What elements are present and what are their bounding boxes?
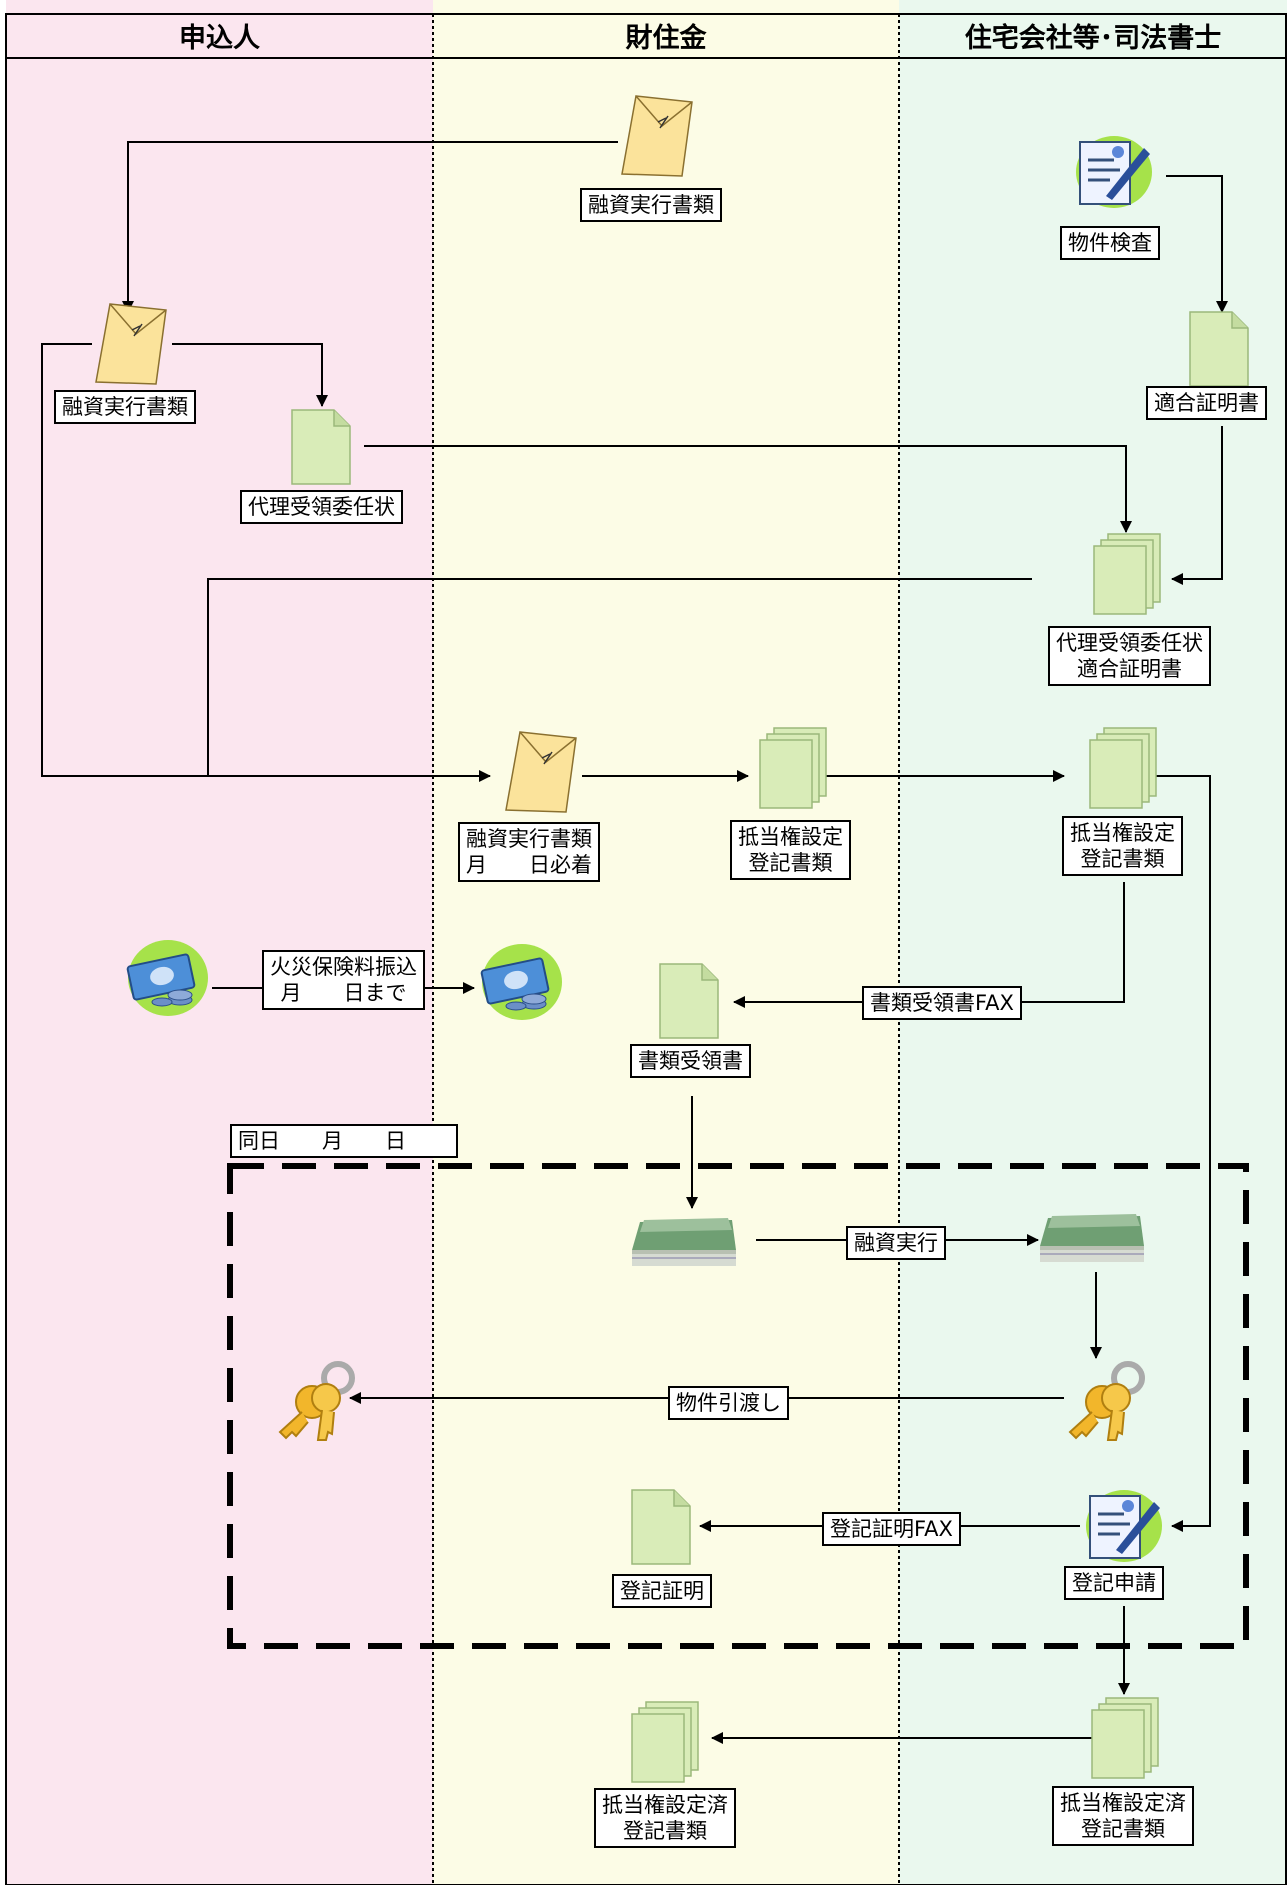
document-stack-icon: [759, 727, 827, 809]
document-stack-icon: [1093, 533, 1161, 615]
document-icon: [291, 409, 351, 485]
label-mortgage-docs-lender: 抵当権設定 登記書類: [730, 820, 851, 880]
label-registration-cert: 登記証明: [612, 1574, 712, 1608]
clipboard-pen-icon: [1074, 134, 1154, 210]
document-stack-icon: [1091, 1697, 1159, 1779]
label-loan-execution: 融資実行: [846, 1226, 946, 1260]
label-proxy-letter: 代理受領委任状: [240, 490, 403, 524]
lane-header-agent: 住宅会社等･司法書士: [964, 22, 1222, 54]
label-loan-docs-applicant: 融資実行書類: [54, 390, 196, 424]
lane-header-lender: 財住金: [625, 22, 707, 54]
label-handover: 物件引渡し: [668, 1386, 789, 1420]
document-icon: [631, 1489, 691, 1565]
document-stack-icon: [1089, 727, 1157, 809]
label-inspection: 物件検査: [1060, 226, 1160, 260]
same-day-box: [227, 1163, 1249, 1649]
label-mortgage-done-lender: 抵当権設定済 登記書類: [594, 1788, 736, 1848]
label-proxy-and-cert: 代理受領委任状 適合証明書: [1048, 626, 1211, 686]
label-conformity-cert: 適合証明書: [1146, 386, 1267, 420]
label-registration-apply: 登記申請: [1064, 1566, 1164, 1600]
clipboard-pen-icon: [1084, 1488, 1164, 1564]
label-mortgage-docs-agent: 抵当権設定 登記書類: [1062, 816, 1183, 876]
label-loan-docs-top: 融資実行書類: [580, 188, 722, 222]
label-same-day: 同日 月 日: [230, 1124, 458, 1158]
label-loan-docs-arrival: 融資実行書類 月 日必着: [458, 822, 600, 882]
cash-stack-icon: [1039, 1213, 1145, 1263]
label-registration-fax: 登記証明FAX: [822, 1512, 961, 1546]
label-fire-insurance: 火災保険料振込 月 日まで: [262, 950, 425, 1010]
lane-agent-bg: [899, 0, 1287, 1885]
label-receipt: 書類受領書: [630, 1044, 751, 1078]
label-receipt-fax: 書類受領書FAX: [862, 986, 1022, 1020]
document-icon: [1189, 311, 1249, 387]
document-icon: [659, 963, 719, 1039]
label-mortgage-done-agent: 抵当権設定済 登記書類: [1052, 1786, 1194, 1846]
document-stack-icon: [631, 1701, 699, 1783]
lane-lender-bg: [433, 0, 899, 1885]
lane-applicant-bg: [6, 0, 433, 1885]
lane-header-applicant: 申込人: [179, 22, 260, 54]
cash-stack-icon: [631, 1217, 737, 1267]
